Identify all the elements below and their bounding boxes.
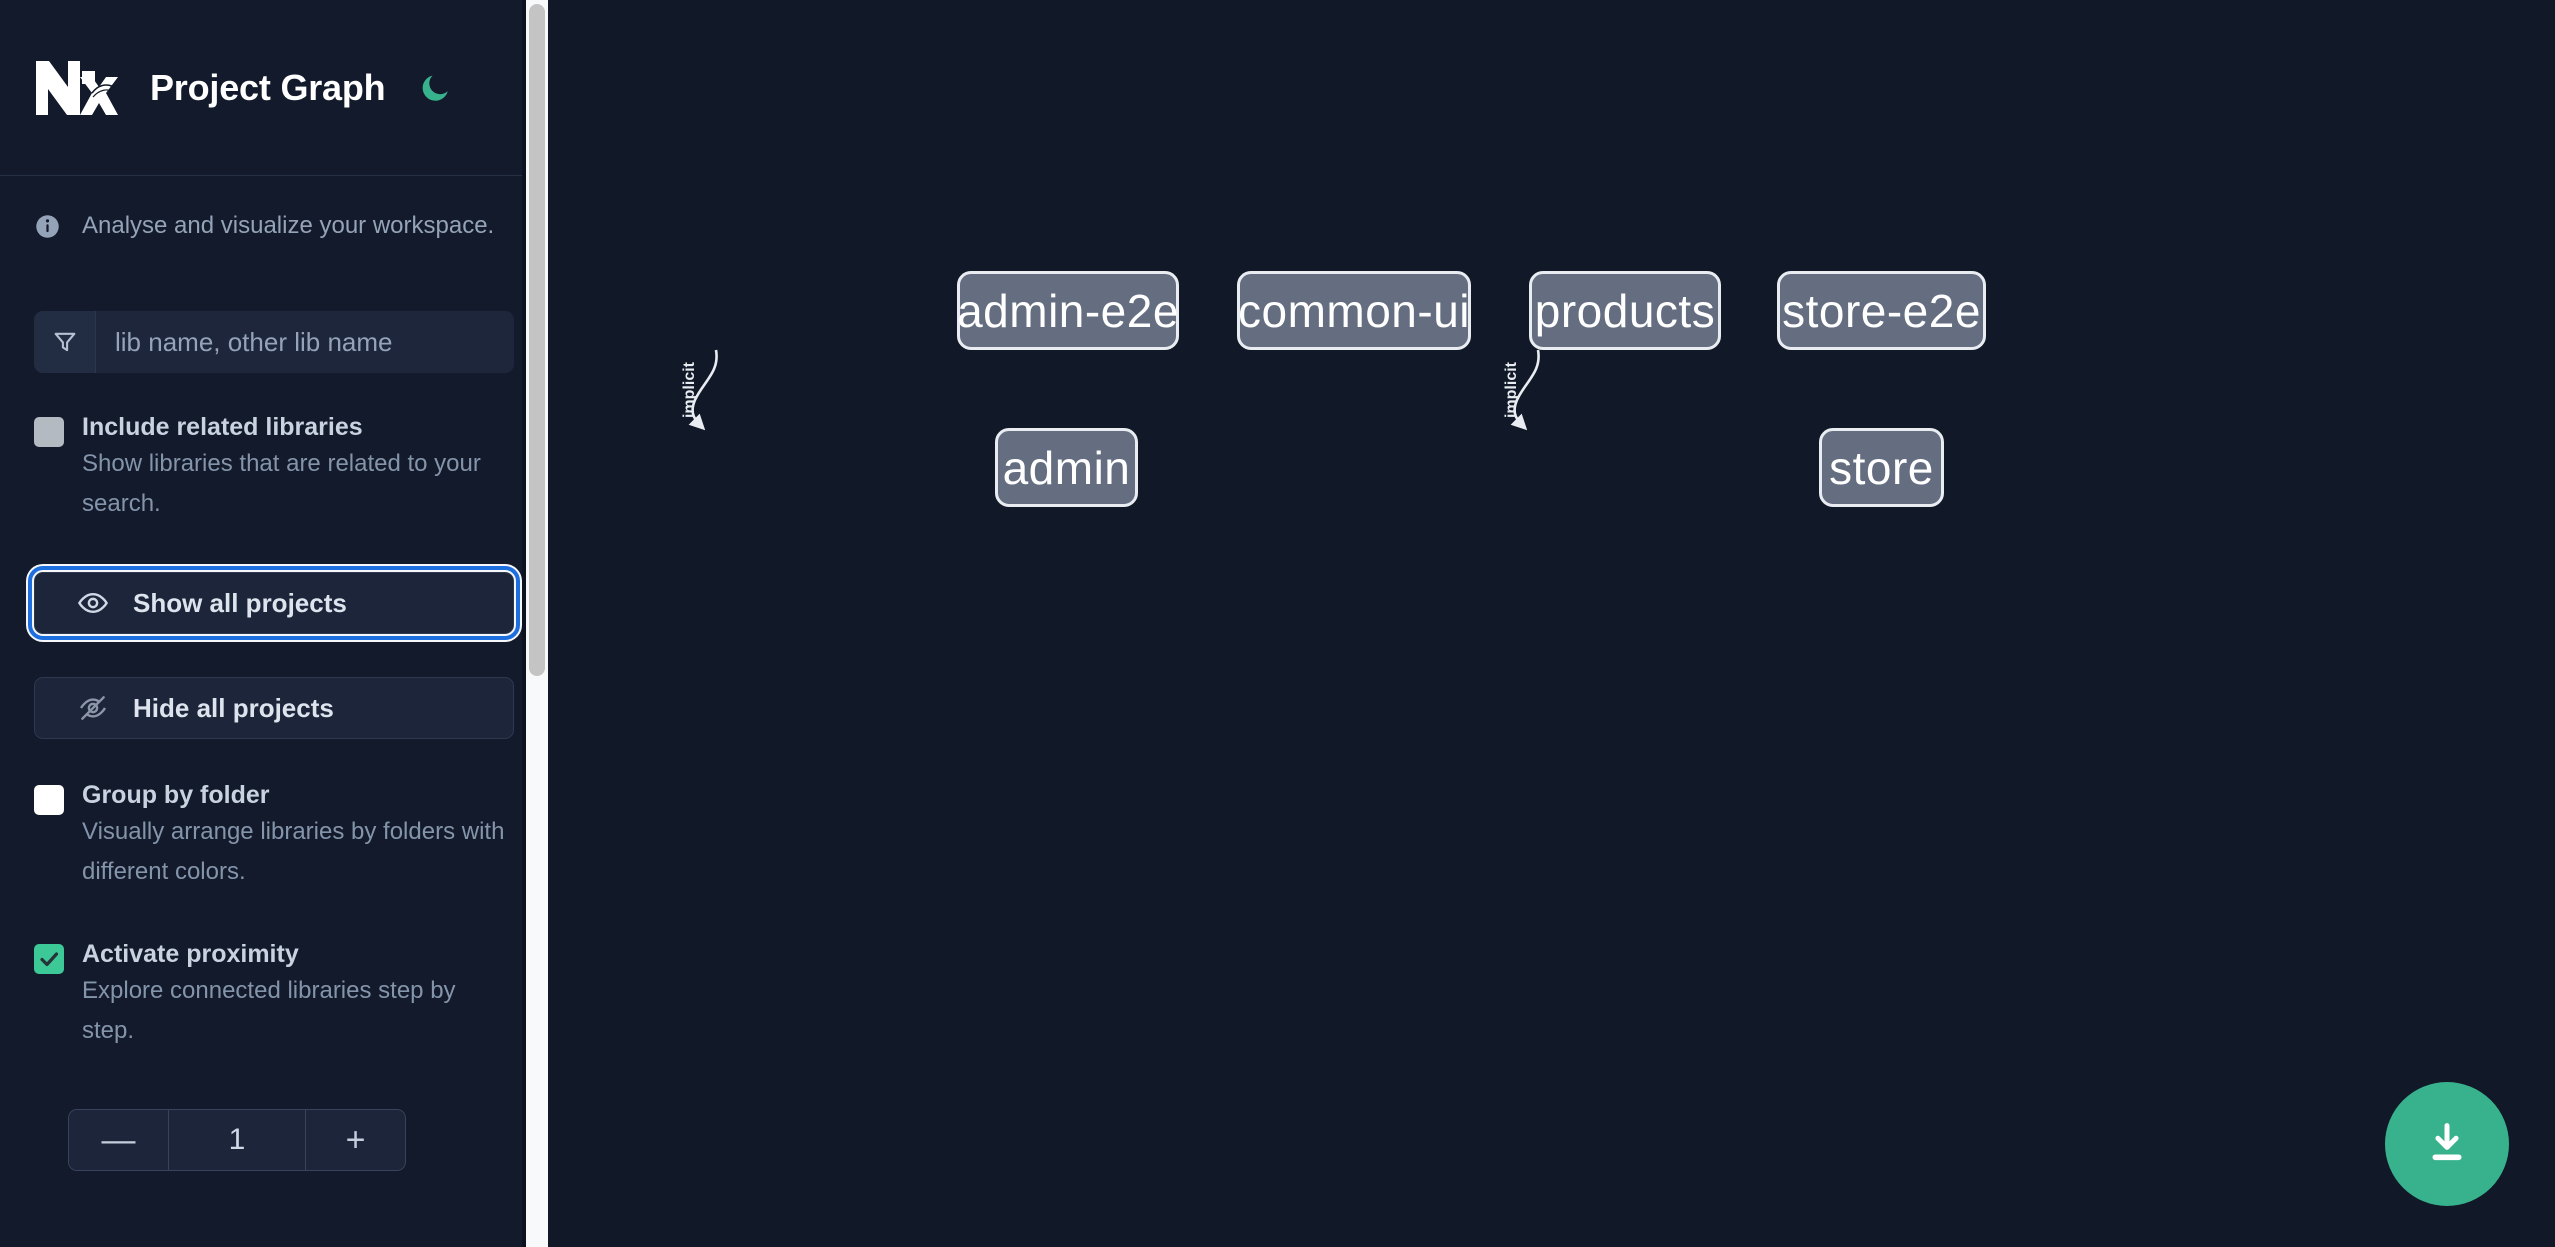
sidebar-header: Project Graph bbox=[0, 0, 548, 176]
option-label: Group by folder bbox=[82, 781, 270, 809]
sidebar-divider bbox=[522, 0, 526, 1247]
graph-node-admin-e2e[interactable]: admin-e2e bbox=[957, 271, 1179, 350]
option-description: Show libraries that are related to your … bbox=[82, 450, 481, 517]
edge-label: implicit bbox=[1503, 361, 1520, 418]
graph-node-store[interactable]: store bbox=[1819, 428, 1944, 507]
increment-button[interactable]: + bbox=[305, 1110, 405, 1170]
graph-node-store-e2e[interactable]: store-e2e bbox=[1777, 271, 1986, 350]
option-label: Activate proximity bbox=[82, 940, 299, 968]
moon-icon[interactable] bbox=[413, 66, 457, 110]
nx-logo-icon bbox=[34, 57, 118, 119]
sidebar-scrollbar[interactable] bbox=[526, 0, 548, 1247]
option-include-related-libraries[interactable]: Include related libraries Show libraries… bbox=[0, 411, 548, 524]
hide-all-row: Hide all projects bbox=[0, 677, 548, 739]
tagline-text: Analyse and visualize your workspace. bbox=[82, 212, 495, 239]
option-description: Visually arrange libraries by folders wi… bbox=[82, 818, 505, 885]
graph-node-admin[interactable]: admin bbox=[995, 428, 1138, 507]
sidebar-scrollbar-thumb[interactable] bbox=[529, 4, 545, 676]
filter-field[interactable] bbox=[34, 311, 514, 373]
graph-canvas[interactable]: implicit implicit admin-e2e common-ui pr… bbox=[548, 0, 2555, 1247]
search-input[interactable] bbox=[96, 311, 514, 373]
sidebar: Project Graph Analyse and visualize your… bbox=[0, 0, 548, 1247]
eye-icon bbox=[75, 585, 111, 621]
hide-all-projects-button[interactable]: Hide all projects bbox=[34, 677, 514, 739]
graph-edges: implicit implicit bbox=[681, 349, 1540, 431]
proximity-stepper: — 1 + bbox=[68, 1109, 406, 1171]
show-all-row: Show all projects bbox=[0, 566, 548, 640]
proximity-stepper-row: — 1 + bbox=[0, 1109, 548, 1171]
download-icon bbox=[2421, 1117, 2473, 1172]
download-graph-button[interactable] bbox=[2385, 1082, 2509, 1206]
show-all-projects-label: Show all projects bbox=[133, 587, 347, 618]
edge-label: implicit bbox=[681, 361, 698, 418]
show-all-projects-button[interactable]: Show all projects bbox=[28, 566, 520, 640]
option-description: Explore connected libraries step by step… bbox=[82, 977, 456, 1044]
stepper-value: 1 bbox=[228, 1123, 246, 1156]
info-icon bbox=[34, 213, 61, 240]
page-title: Project Graph bbox=[150, 66, 386, 108]
funnel-icon bbox=[34, 311, 96, 373]
checkbox-activate-proximity[interactable] bbox=[34, 944, 64, 974]
graph-node-common-ui[interactable]: common-ui bbox=[1237, 271, 1471, 350]
decrement-button[interactable]: — bbox=[69, 1110, 169, 1170]
edge-store-e2e-store bbox=[1510, 349, 1540, 431]
checkbox-include-related-libraries[interactable] bbox=[34, 417, 64, 447]
hide-all-projects-label: Hide all projects bbox=[133, 692, 334, 723]
option-label: Include related libraries bbox=[82, 413, 363, 441]
edge-admin-e2e-admin bbox=[688, 349, 718, 431]
graph-node-products[interactable]: products bbox=[1529, 271, 1721, 350]
option-activate-proximity[interactable]: Activate proximity Explore connected lib… bbox=[0, 938, 548, 1051]
checkbox-group-by-folder[interactable] bbox=[34, 785, 64, 815]
option-group-by-folder[interactable]: Group by folder Visually arrange librari… bbox=[0, 779, 548, 892]
eye-off-icon bbox=[75, 690, 111, 726]
tagline: Analyse and visualize your workspace. bbox=[0, 176, 548, 240]
